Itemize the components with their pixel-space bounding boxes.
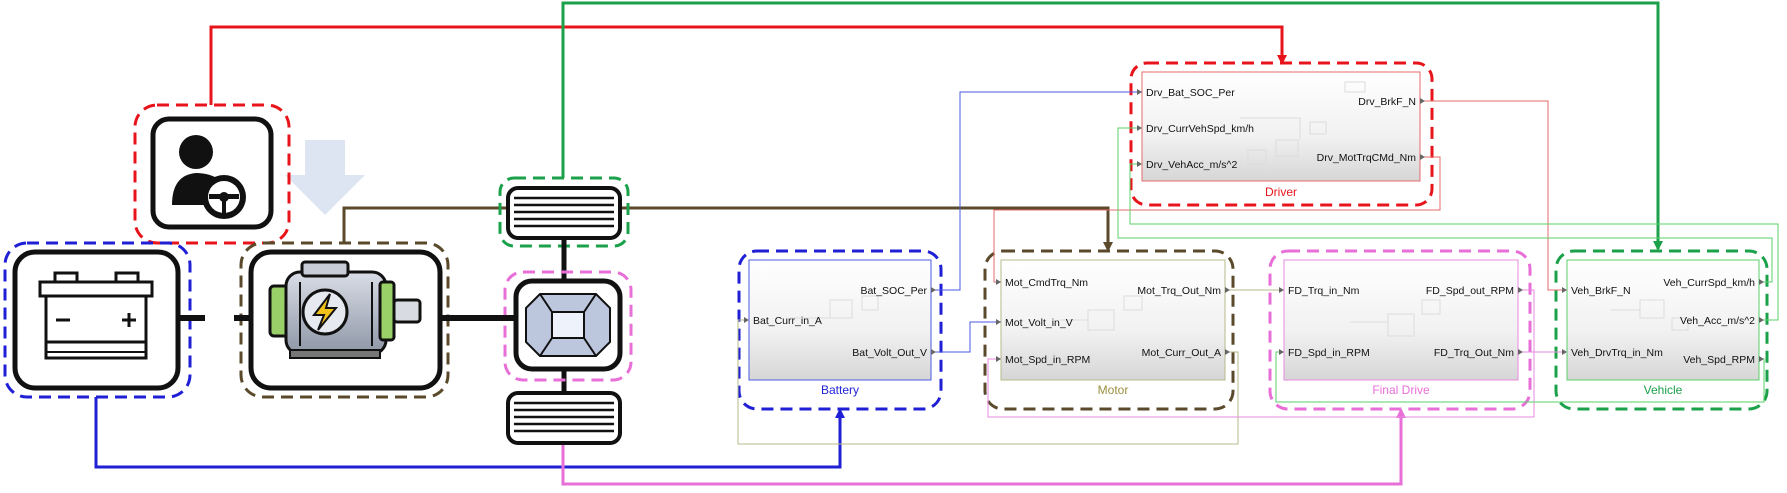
tire-icon — [506, 186, 622, 240]
electric-motor-icon — [248, 249, 443, 391]
motor-input-port: Mot_Volt_in_V — [1005, 317, 1073, 329]
final-drive-internals — [1350, 299, 1441, 337]
vehicle-signal-line — [561, 1, 1663, 251]
battery-internals — [790, 295, 879, 319]
wire-veh-spd — [1117, 127, 1773, 283]
wire-drv-brkf — [1420, 100, 1567, 291]
input-port-arrow — [1137, 89, 1142, 95]
motor-internals — [1060, 295, 1143, 331]
battery-input-port: Bat_Curr_in_A — [753, 315, 822, 327]
output-port-arrow — [1759, 356, 1764, 362]
wire-drv-trqcmd — [993, 156, 1441, 283]
motor-output-port: Mot_Trq_Out_Nm — [1137, 285, 1221, 297]
input-port-arrow — [1137, 125, 1142, 131]
vehicle-input-port: Veh_BrkF_N — [1571, 285, 1631, 297]
input-port-arrow — [1562, 349, 1567, 355]
tire-icon — [506, 391, 622, 445]
differential-gear-icon — [513, 278, 623, 372]
driver-internals — [1240, 81, 1366, 165]
vehicle-block-frame — [1554, 249, 1769, 411]
final-drive-subsystem[interactable] — [1283, 259, 1519, 381]
simulink-model: Drv_Bat_SOC_PerDrv_CurrVehSpd_km/hDrv_Ve… — [737, 61, 1779, 445]
driver-block-frame — [1129, 61, 1434, 207]
steering-wheel-person-icon — [150, 116, 274, 230]
input-port-arrow — [996, 279, 1001, 285]
wire-mot-curr — [737, 319, 1239, 445]
wire-fd-spd — [987, 289, 1535, 418]
vehicle-block-label: Vehicle — [1644, 383, 1683, 397]
car-battery-icon — [12, 249, 181, 391]
vehicle-subsystem[interactable] — [1566, 259, 1760, 381]
wire-veh-acc — [1129, 163, 1779, 321]
battery-subsystem[interactable] — [748, 259, 932, 381]
input-port-arrow — [1279, 349, 1284, 355]
output-port-arrow — [1518, 287, 1523, 293]
driver-input-port: Drv_CurrVehSpd_km/h — [1146, 123, 1254, 135]
driver-block-label: Driver — [1265, 185, 1297, 199]
input-port-arrow — [1137, 161, 1142, 167]
final-drive-block-frame — [1268, 249, 1532, 411]
battery-output-port: Bat_SOC_Per — [860, 285, 927, 297]
input-port-arrow — [1279, 287, 1284, 293]
driver-subsystem[interactable] — [1141, 71, 1421, 182]
wire-bat-volt — [931, 321, 1001, 353]
driver-icon-frame — [133, 103, 291, 245]
motor-block-label: Motor — [1098, 383, 1129, 397]
wire-bat-soc — [931, 91, 1142, 291]
output-port-arrow — [1518, 349, 1523, 355]
battery-output-port: Bat_Volt_Out_V — [852, 347, 927, 359]
final-drive-input-port: FD_Spd_in_RPM — [1288, 347, 1370, 359]
input-port-arrow — [996, 356, 1001, 362]
vehicle-internals — [1610, 299, 1689, 331]
input-port-arrow — [744, 317, 749, 323]
final-drive-block-label: Final Drive — [1372, 383, 1430, 397]
vehicle-input-port: Veh_DrvTrq_in_Nm — [1571, 347, 1663, 359]
motor-input-port: Mot_Spd_in_RPM — [1005, 354, 1090, 366]
driver-output-port: Drv_BrkF_N — [1358, 96, 1416, 108]
motor-subsystem[interactable] — [1000, 259, 1226, 381]
output-port-arrow — [931, 349, 936, 355]
driver-input-port: Drv_Bat_SOC_Per — [1146, 87, 1235, 99]
vehicle-output-port: Veh_Spd_RPM — [1683, 354, 1755, 366]
port-labels: Drv_Bat_SOC_PerDrv_CurrVehSpd_km/hDrv_Ve… — [744, 87, 1764, 366]
output-port-arrow — [1420, 154, 1425, 160]
input-port-arrow — [1562, 287, 1567, 293]
battery-block-frame — [737, 249, 943, 411]
output-port-arrow — [1759, 317, 1764, 323]
motor-block-frame — [983, 249, 1235, 411]
output-port-arrow — [1225, 287, 1230, 293]
motor-output-port: Mot_Curr_Out_A — [1142, 347, 1221, 359]
battery-signal-line — [94, 397, 845, 469]
output-port-arrow — [931, 287, 936, 293]
battery-block-label: Battery — [821, 383, 859, 397]
final-drive-icon-frame — [503, 270, 633, 382]
motor-input-port: Mot_CmdTrq_Nm — [1005, 277, 1088, 289]
motor-signal-line — [342, 206, 1113, 252]
driver-input-port: Drv_VehAcc_m/s^2 — [1146, 159, 1237, 171]
output-port-arrow — [1420, 98, 1425, 104]
final-drive-input-port: FD_Trq_in_Nm — [1288, 285, 1360, 297]
driver-signal-line — [209, 25, 1287, 105]
input-port-arrow — [996, 319, 1001, 325]
final-drive-output-port: FD_Trq_Out_Nm — [1434, 347, 1514, 359]
vehicle-output-port: Veh_CurrSpd_km/h — [1663, 277, 1755, 289]
output-port-arrow — [1759, 279, 1764, 285]
driver-output-port: Drv_MotTrqCMd_Nm — [1317, 152, 1417, 164]
vehicle-output-port: Veh_Acc_m/s^2 — [1680, 315, 1755, 327]
down-arrow-icon — [285, 140, 365, 215]
final-drive-output-port: FD_Spd_out_RPM — [1426, 285, 1514, 297]
output-port-arrow — [1225, 349, 1230, 355]
